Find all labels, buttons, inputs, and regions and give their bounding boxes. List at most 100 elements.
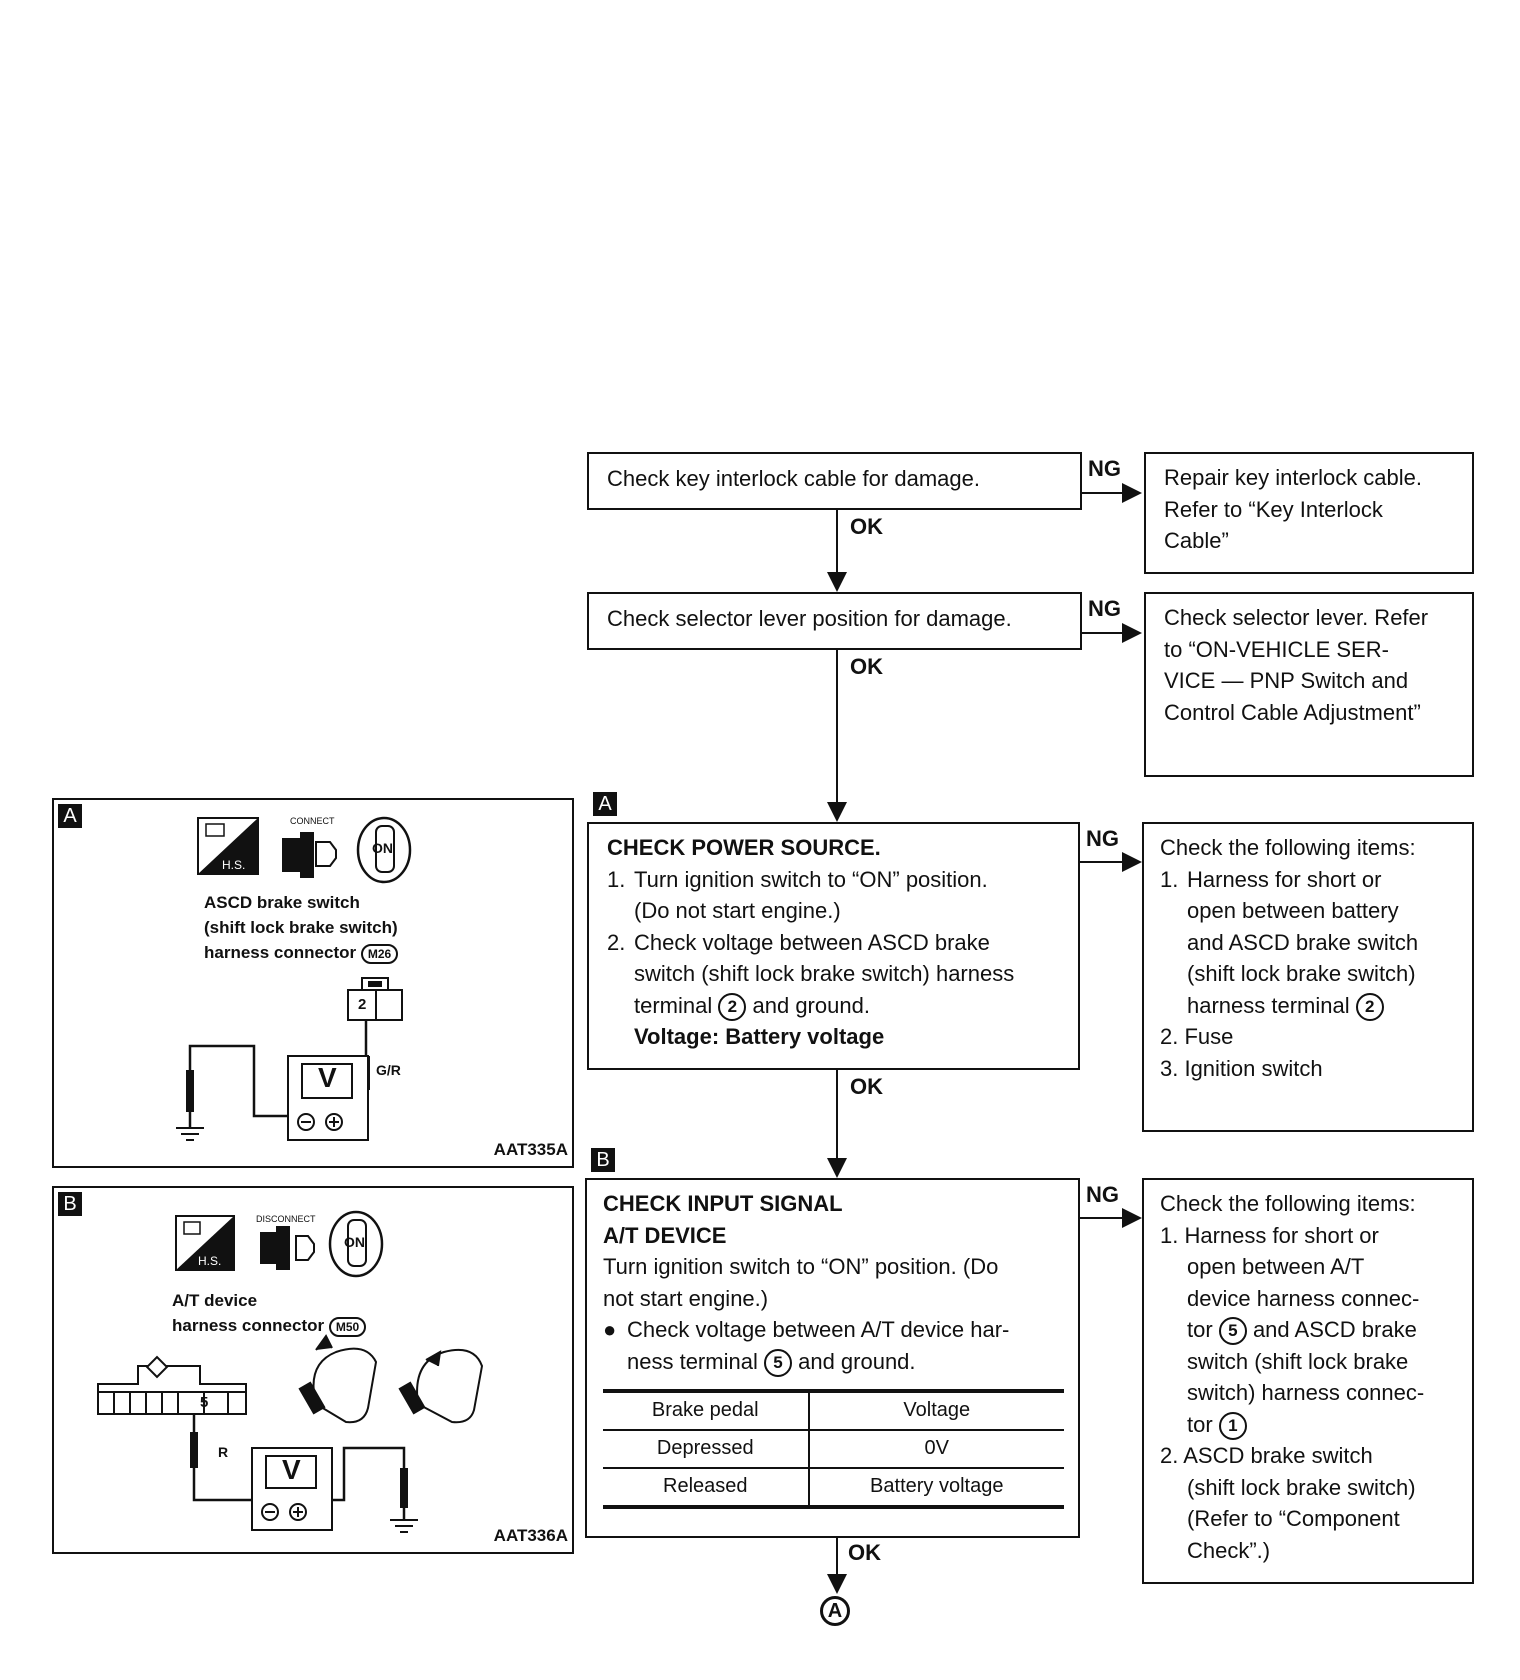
terminal-number: 1: [1218, 1411, 1247, 1440]
step-4-ng-line: 2. ASCD brake switch: [1160, 1443, 1373, 1468]
figure-a-drawing: [176, 816, 412, 1141]
step-1-text: Check key interlock cable for damage.: [607, 466, 980, 491]
black-probe: [400, 1468, 408, 1508]
table-header: Brake pedal: [603, 1389, 809, 1431]
table-cell: 0V: [807, 1430, 1064, 1469]
step-3-ng-item-2: 2. Fuse: [1160, 1024, 1234, 1049]
step-4-ng-line: 1. Harness for short or: [1160, 1222, 1379, 1248]
wire-color-label: G/R: [376, 1062, 401, 1078]
figure-b-caption: A/T device harness connector M50: [172, 1288, 367, 1338]
figure-a-caption: ASCD brake switch (shift lock brake swit…: [204, 893, 399, 964]
hs-label: H.S.: [222, 858, 246, 872]
step-check-power-source: CHECK POWER SOURCE. 1. Turn ignition swi…: [587, 822, 1080, 1070]
step-3-spec: Voltage: Battery voltage: [634, 1024, 885, 1049]
terminal-number: 5: [1218, 1317, 1247, 1346]
step-check-input-signal: CHECK INPUT SIGNAL A/T DEVICE Turn ignit…: [585, 1178, 1080, 1538]
step-1-ng-line: Repair key interlock cable.: [1164, 465, 1423, 490]
step-4-ng-item-2-body: (shift lock brake switch) (Refer to “Com…: [1187, 1474, 1416, 1563]
step-3-item-2: 2. Check voltage between ASCD brake swit…: [607, 927, 1064, 1053]
connector-id-badge: M50: [328, 1316, 367, 1337]
step-4-intro: not start engine.): [603, 1285, 769, 1311]
terminal-pin: 2: [358, 996, 367, 1013]
table-row: Released Battery voltage: [603, 1468, 1064, 1509]
red-probe: [190, 1432, 198, 1468]
ok-label-1: OK: [850, 514, 883, 539]
step-1-ng-result: Repair key interlock cable. Refer to “Ke…: [1144, 452, 1474, 574]
ignition-key-icon: [328, 1210, 384, 1278]
continue-connector-a: A: [820, 1596, 850, 1626]
terminal-number: 5: [763, 1348, 792, 1377]
wire-color-label: R: [218, 1444, 229, 1460]
ignition-on-label: ON: [372, 840, 393, 856]
step-4-bullet: ● Check voltage between A/T device har- …: [603, 1314, 1064, 1377]
step-3-title: CHECK POWER SOURCE.: [607, 835, 881, 860]
table-header-row: Brake pedal Voltage: [603, 1389, 1064, 1431]
brake-pedal-released-icon: [398, 1348, 484, 1424]
table-cell: Released: [603, 1468, 809, 1509]
step-check-key-interlock-cable: Check key interlock cable for damage.: [587, 452, 1082, 510]
ng-label-1: NG: [1088, 456, 1121, 481]
table-header: Voltage: [807, 1389, 1064, 1431]
ng-label-4: NG: [1086, 1182, 1119, 1207]
hs-label: H.S.: [198, 1254, 222, 1268]
voltmeter-icon: [287, 1055, 369, 1141]
disconnect-label: DISCONNECT: [256, 1214, 316, 1224]
step-check-selector-lever: Check selector lever position for damage…: [587, 592, 1082, 650]
figure-a-power-source: A: [52, 798, 574, 1168]
figure-b-code: AAT336A: [493, 1526, 568, 1545]
ignition-on-label: ON: [344, 1234, 365, 1250]
hs-icon: [197, 817, 259, 875]
figure-b-input-signal: B: [52, 1186, 574, 1554]
step-3-ng-item-1: 1. Harness for short or open between bat…: [1160, 864, 1460, 1022]
step-2-ng-line: Check selector lever. Refer: [1164, 605, 1429, 630]
voltmeter-v: V: [318, 1062, 337, 1093]
step-2-ng-result: Check selector lever. Refer to “ON-VEHIC…: [1144, 592, 1474, 777]
figure-b-tag: B: [58, 1192, 82, 1216]
step-4-ng-item-1-body: open between A/T device harness connec- …: [1160, 1251, 1460, 1440]
figure-b-drawing: [97, 1210, 484, 1533]
step-1-ng-line: Refer to “Key Interlock: [1164, 496, 1383, 522]
step-2-text: Check selector lever position for damage…: [607, 606, 1012, 631]
terminal-number: 2: [1355, 992, 1384, 1021]
ground-icon: [176, 1127, 204, 1141]
step-2-ng-line: VICE — PNP Switch and: [1164, 668, 1409, 693]
connector-id-badge: M26: [360, 943, 399, 964]
step-3-item-1: 1. Turn ignition switch to “ON” position…: [607, 866, 988, 924]
disconnect-icon: [260, 1226, 315, 1270]
harness-connector: [97, 1355, 247, 1415]
step-4-tag: B: [591, 1148, 615, 1172]
step-3-ng-result: Check the following items: 1. Harness fo…: [1142, 822, 1474, 1132]
brake-pedal-depressed-icon: [298, 1334, 378, 1424]
hs-icon: [175, 1215, 235, 1271]
step-3-ng-heading: Check the following items:: [1160, 835, 1416, 860]
ng-label-2: NG: [1088, 596, 1121, 621]
step-3-tag: A: [593, 792, 617, 816]
step-4-subtitle: A/T DEVICE: [603, 1222, 727, 1248]
ground-icon: [390, 1519, 418, 1533]
ok-label-2: OK: [850, 654, 883, 679]
step-4-intro: Turn ignition switch to “ON” position. (…: [603, 1254, 999, 1279]
voltmeter-icon: [251, 1447, 333, 1531]
harness-connector: [347, 977, 403, 1021]
terminal-pin: 5: [200, 1394, 209, 1411]
table-cell: Depressed: [603, 1430, 809, 1469]
terminal-number: 2: [718, 992, 747, 1021]
step-4-ng-result: Check the following items: 1. Harness fo…: [1142, 1178, 1474, 1584]
step-1-ng-line: Cable”: [1164, 528, 1229, 553]
step-4-ng-heading: Check the following items:: [1160, 1191, 1416, 1216]
step-3-ng-item-3: 3. Ignition switch: [1160, 1055, 1323, 1081]
step-2-ng-line: to “ON-VEHICLE SER-: [1164, 636, 1389, 662]
ng-label-3: NG: [1086, 826, 1119, 851]
connect-label: CONNECT: [290, 816, 335, 826]
ok-label-4: OK: [848, 1540, 881, 1565]
table-cell: Battery voltage: [807, 1468, 1064, 1509]
ok-label-3: OK: [850, 1074, 883, 1099]
step-2-ng-line: Control Cable Adjustment”: [1164, 699, 1421, 725]
brake-pedal-voltage-table: Brake pedal Voltage Depressed 0V Release…: [603, 1389, 1064, 1509]
connect-icon: [282, 832, 337, 878]
step-4-title: CHECK INPUT SIGNAL: [603, 1191, 843, 1216]
probe-wires: [192, 1414, 406, 1520]
ignition-key-icon: [356, 816, 412, 884]
voltmeter-v: V: [282, 1454, 301, 1485]
